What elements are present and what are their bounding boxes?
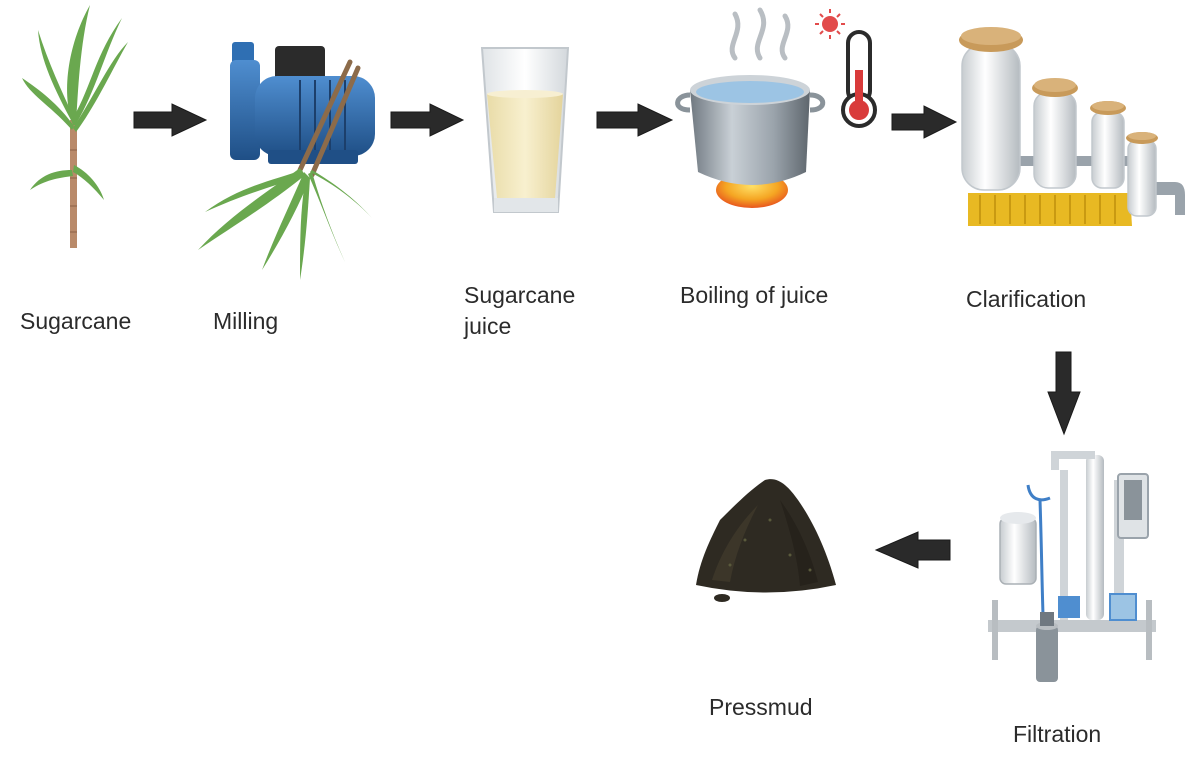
label-juice-line2: juice bbox=[464, 313, 512, 339]
label-juice-line1: Sugarcane bbox=[464, 282, 576, 308]
label-filtration: Filtration bbox=[1013, 721, 1102, 747]
arrow-icon bbox=[891, 105, 958, 139]
label-boiling: Boiling of juice bbox=[680, 282, 829, 308]
label-pressmud: Pressmud bbox=[709, 694, 813, 720]
arrow-icon bbox=[596, 103, 674, 137]
arrow-icon bbox=[1047, 351, 1081, 436]
label-clarification: Clarification bbox=[966, 286, 1087, 312]
arrow-icon bbox=[133, 103, 208, 137]
pressmud-pile-icon bbox=[696, 479, 836, 602]
thermometer-icon bbox=[815, 9, 877, 128]
label-milling: Milling bbox=[213, 308, 279, 334]
arrow-icon bbox=[390, 103, 465, 137]
label-sugarcane: Sugarcane bbox=[20, 308, 132, 334]
arrow-icon bbox=[874, 531, 951, 569]
boiling-pot-icon bbox=[675, 7, 826, 208]
filtration-unit-icon bbox=[988, 451, 1156, 682]
clarification-tanks-icon bbox=[959, 27, 1185, 226]
label-sugarcane-juice: Sugarcane juice bbox=[464, 280, 594, 342]
sugarcane-plant-icon bbox=[22, 5, 128, 248]
milling-machine-icon bbox=[198, 42, 375, 280]
juice-glass-icon bbox=[480, 47, 570, 213]
